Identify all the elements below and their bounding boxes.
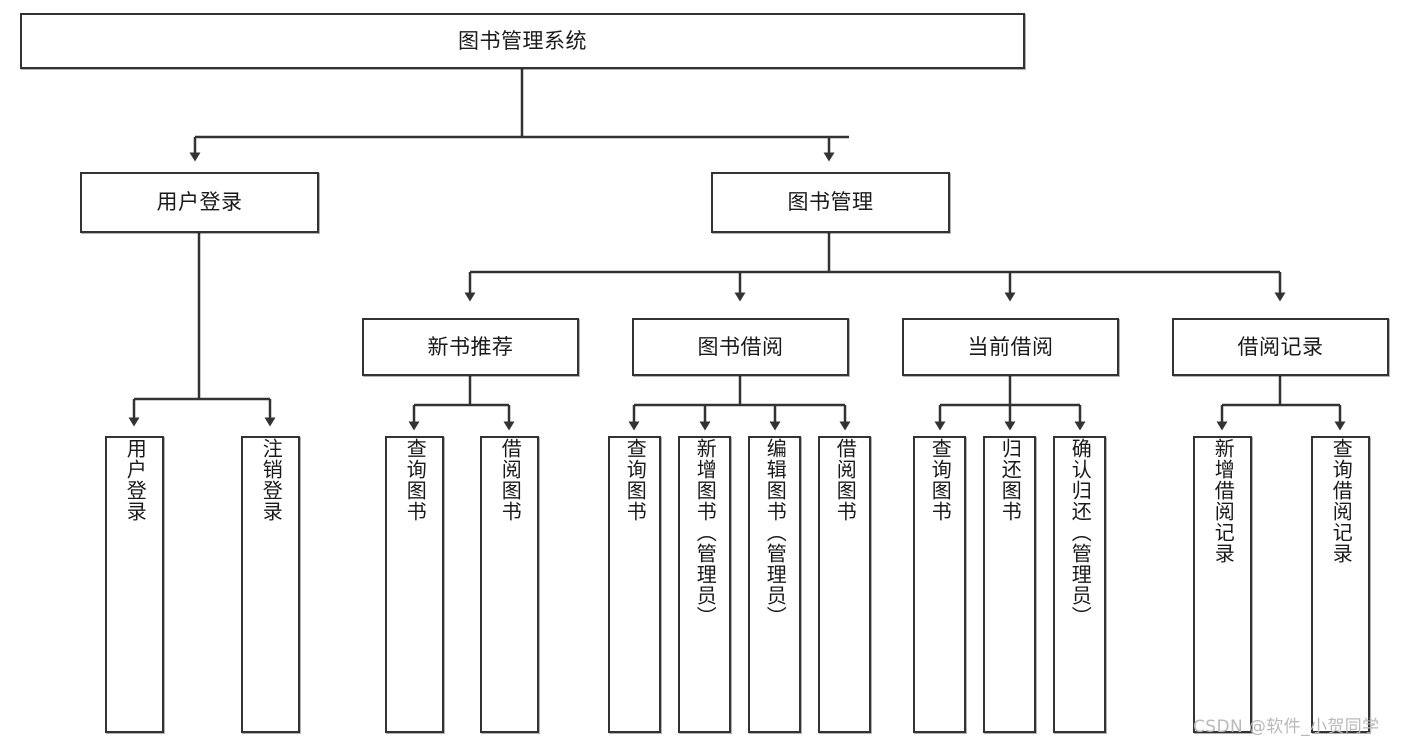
- node-leaf-query-borrow-record[interactable]: 查询借阅记录: [1311, 436, 1370, 733]
- node-borrow-record[interactable]: 借阅记录: [1172, 318, 1389, 376]
- node-label: 新增图书（管理员）: [693, 438, 718, 627]
- node-leaf-borrow-book[interactable]: 借阅图书: [818, 436, 871, 733]
- node-label: 编辑图书（管理员）: [763, 438, 788, 627]
- node-label: 图书借阅: [697, 334, 784, 359]
- node-label: 当前借阅: [967, 334, 1054, 359]
- csdn-watermark: CSDN @软件_小贺同学: [1193, 717, 1380, 737]
- node-label: 图书管理: [787, 190, 874, 215]
- node-label: 借阅记录: [1237, 334, 1324, 359]
- node-leaf-user-login[interactable]: 用户登录: [105, 436, 164, 733]
- node-label: 查询图书: [403, 438, 428, 522]
- node-label: 查询图书: [928, 438, 953, 522]
- node-book-borrow[interactable]: 图书借阅: [632, 318, 849, 376]
- node-label: 注销登录: [259, 438, 284, 522]
- node-leaf-query-book-current[interactable]: 查询图书: [913, 436, 966, 733]
- node-leaf-logout[interactable]: 注销登录: [241, 436, 300, 733]
- node-leaf-confirm-return-admin[interactable]: 确认归还（管理员）: [1053, 436, 1106, 733]
- node-label: 借阅图书: [833, 438, 858, 522]
- node-label: 新书推荐: [427, 334, 514, 359]
- node-leaf-add-borrow-record[interactable]: 新增借阅记录: [1193, 436, 1252, 733]
- node-label: 借阅图书: [498, 438, 523, 522]
- node-label: 查询借阅记录: [1329, 438, 1354, 564]
- node-leaf-borrow-book-recommend[interactable]: 借阅图书: [480, 436, 539, 733]
- node-leaf-edit-book-admin[interactable]: 编辑图书（管理员）: [748, 436, 801, 733]
- node-user-login[interactable]: 用户登录: [80, 172, 319, 233]
- node-label: 新增借阅记录: [1211, 438, 1236, 564]
- node-label: 确认归还（管理员）: [1068, 438, 1093, 627]
- node-label: 图书管理系统: [458, 28, 587, 53]
- node-current-borrow[interactable]: 当前借阅: [902, 318, 1119, 376]
- node-leaf-query-book-recommend[interactable]: 查询图书: [385, 436, 444, 733]
- node-label: 用户登录: [156, 190, 243, 215]
- node-new-book-recommend[interactable]: 新书推荐: [362, 318, 579, 376]
- node-root-book-management-system[interactable]: 图书管理系统: [20, 13, 1025, 69]
- node-label: 归还图书: [998, 438, 1023, 522]
- node-label: 用户登录: [123, 438, 148, 522]
- node-leaf-return-book[interactable]: 归还图书: [983, 436, 1036, 733]
- node-label: 查询图书: [623, 438, 648, 522]
- node-leaf-query-book-borrow[interactable]: 查询图书: [608, 436, 661, 733]
- node-leaf-add-book-admin[interactable]: 新增图书（管理员）: [678, 436, 731, 733]
- node-book-management[interactable]: 图书管理: [711, 172, 950, 233]
